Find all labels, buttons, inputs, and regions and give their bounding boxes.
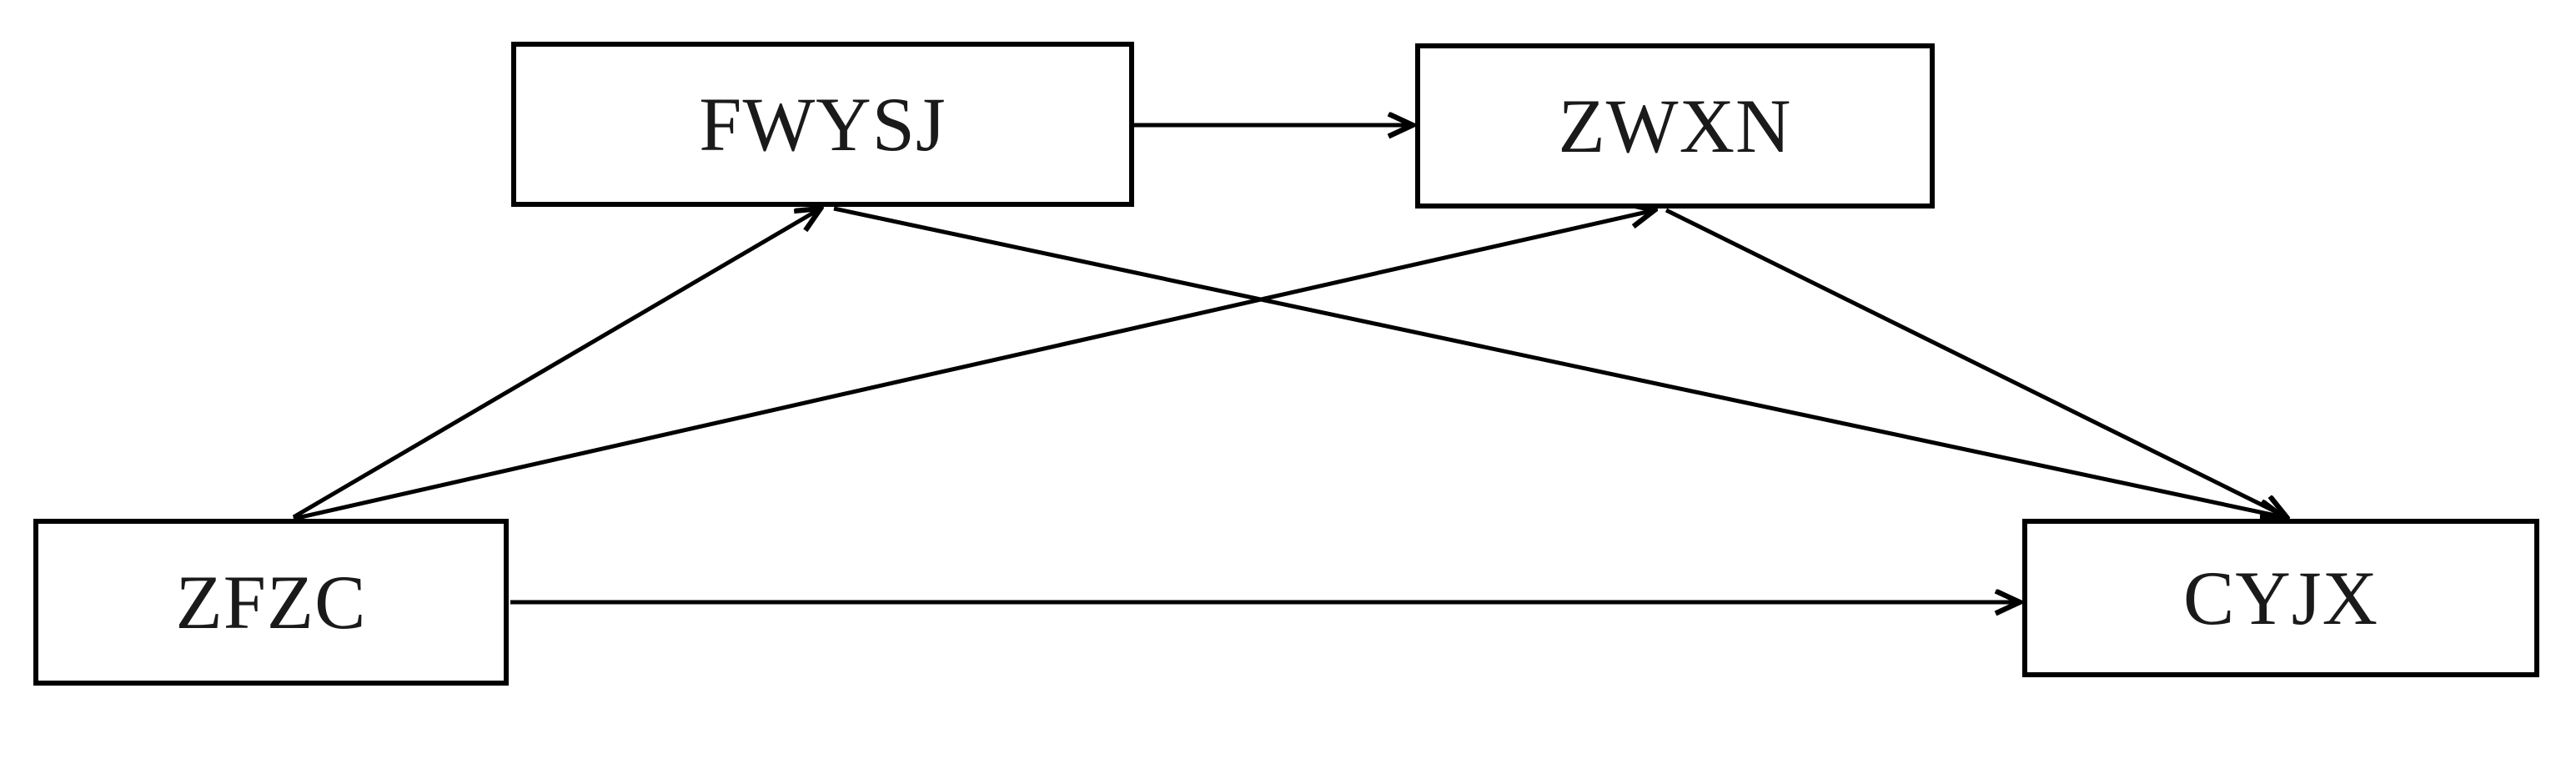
- node-zfzc[interactable]: ZFZC: [33, 519, 509, 686]
- node-fwysj-label: FWYSJ: [699, 82, 947, 167]
- node-cyjx-label: CYJX: [2182, 555, 2379, 641]
- node-fwysj[interactable]: FWYSJ: [511, 42, 1134, 207]
- edge-zfzc-to-fwysj: [292, 209, 821, 520]
- node-zwxn[interactable]: ZWXN: [1415, 43, 1935, 209]
- node-zfzc-label: ZFZC: [175, 560, 367, 645]
- node-cyjx[interactable]: CYJX: [2022, 519, 2539, 677]
- node-zwxn-label: ZWXN: [1558, 83, 1792, 168]
- edge-fwysj-to-cyjx: [833, 206, 2283, 517]
- edge-zwxn-to-cyjx: [1665, 208, 2287, 517]
- edge-zfzc-to-zwxn: [293, 210, 1655, 521]
